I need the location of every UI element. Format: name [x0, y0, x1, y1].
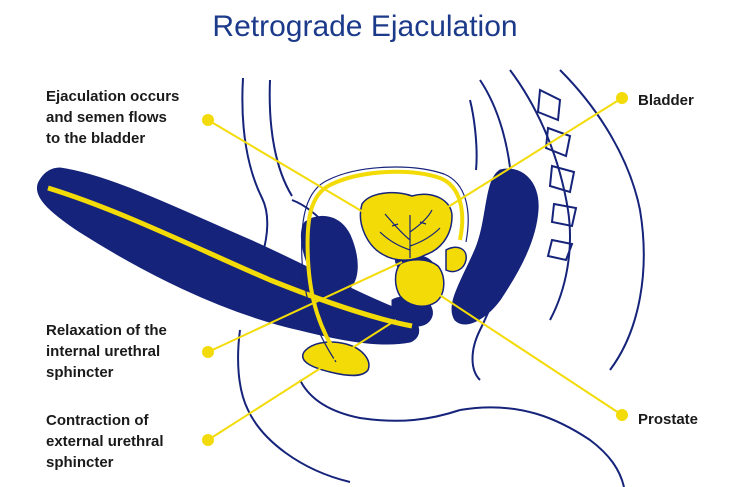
- label-contraction: Contraction of external urethral sphinct…: [46, 412, 164, 471]
- label-relaxation: Relaxation of the internal urethral sphi…: [46, 322, 167, 381]
- rectum: [451, 168, 539, 325]
- inner-thigh-line: [299, 379, 461, 422]
- leader-prostate: [431, 289, 623, 416]
- abdomen-outline: [241, 77, 269, 257]
- thigh-outline: [237, 329, 351, 483]
- bladder-branches: [379, 209, 441, 258]
- dot-relaxation: [202, 346, 214, 358]
- vas-deferens-outline: [301, 166, 469, 363]
- body-outline: [237, 69, 645, 487]
- leader-lines: [202, 92, 628, 446]
- dot-contraction: [202, 434, 214, 446]
- dot-ejaculation: [202, 114, 214, 126]
- sacrum-outline: [536, 88, 578, 262]
- yellow-structures: [47, 166, 469, 377]
- leader-bladder: [439, 97, 623, 213]
- leader-contraction: [207, 319, 397, 441]
- urethra-yellow: [47, 185, 413, 329]
- inner-abdomen-line: [268, 79, 293, 197]
- prostate: [394, 259, 445, 308]
- vas-deferens: [305, 169, 465, 362]
- label-prostate: Prostate: [638, 411, 699, 428]
- pelvis-inner: [469, 99, 478, 171]
- pubic-bone: [300, 215, 358, 294]
- back-outline: [559, 69, 645, 371]
- buttock-outline: [459, 406, 625, 487]
- label-bladder: Bladder: [638, 92, 694, 109]
- label-ejaculation: Ejaculation occurs and semen flows to th…: [46, 88, 180, 147]
- leader-relaxation: [207, 261, 403, 353]
- bladder: [359, 191, 453, 261]
- seminal-vesicle: [445, 246, 467, 273]
- leader-ejaculation: [207, 119, 381, 223]
- spine-outline: [509, 69, 571, 321]
- penis-shaft: [37, 167, 420, 345]
- dot-prostate: [616, 409, 628, 421]
- dot-bladder: [616, 92, 628, 104]
- diagram-title: Retrograde Ejaculation: [212, 10, 518, 43]
